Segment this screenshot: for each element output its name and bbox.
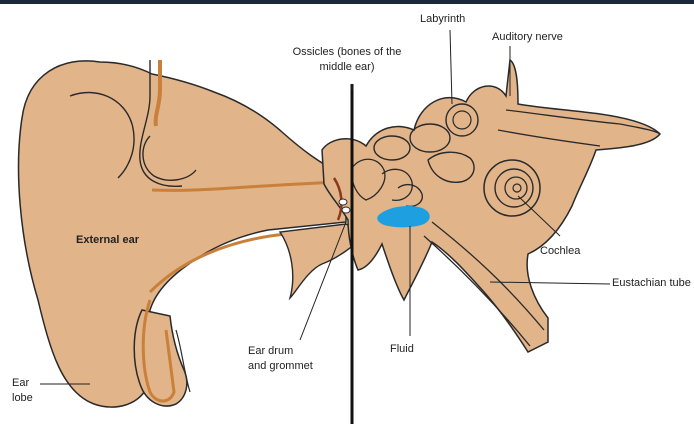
label-fluid: Fluid	[390, 342, 414, 357]
label-ossicles: Ossicles (bones of the middle ear)	[268, 45, 426, 75]
label-ear-lobe-line2: lobe	[12, 391, 33, 406]
label-ear-lobe: Ear lobe	[12, 376, 33, 406]
label-ear-drum: Ear drum and grommet	[248, 344, 313, 374]
label-cochlea: Cochlea	[540, 244, 580, 259]
grommet-2	[342, 207, 350, 213]
label-external-ear: External ear	[76, 233, 139, 248]
label-ear-drum-line1: Ear drum	[248, 344, 313, 359]
label-auditory-nerve: Auditory nerve	[492, 30, 563, 45]
label-labyrinth: Labyrinth	[420, 12, 465, 27]
label-ear-lobe-line1: Ear	[12, 376, 33, 391]
pointer-labyrinth	[450, 30, 452, 104]
label-ossicles-line2: middle ear)	[268, 60, 426, 75]
grommet-1	[339, 199, 347, 205]
label-ossicles-line1: Ossicles (bones of the	[268, 45, 426, 60]
label-eustachian-tube: Eustachian tube	[612, 276, 691, 291]
label-ear-drum-line2: and grommet	[248, 359, 313, 374]
